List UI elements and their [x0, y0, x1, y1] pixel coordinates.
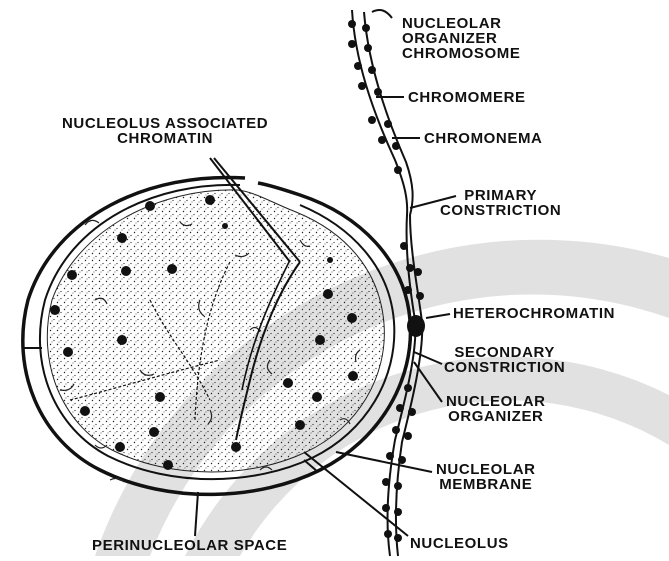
label-line: ORGANIZER — [446, 409, 546, 424]
label-secondary-constriction: SECONDARY CONSTRICTION — [444, 345, 565, 375]
label-line: NUCLEOLAR — [402, 16, 521, 31]
label-chromonema: CHROMONEMA — [424, 131, 543, 146]
label-line: CONSTRICTION — [444, 360, 565, 375]
label-line: PRIMARY — [440, 188, 561, 203]
label-line: MEMBRANE — [436, 477, 536, 492]
label-heterochromatin: HETEROCHROMATIN — [453, 306, 615, 321]
label-nucleolus: NUCLEOLUS — [410, 536, 509, 551]
label-line: NUCLEOLAR — [446, 394, 546, 409]
label-nucleolar-organizer-chromosome: NUCLEOLAR ORGANIZER CHROMOSOME — [402, 16, 521, 61]
label-nucleolar-membrane: NUCLEOLAR MEMBRANE — [436, 462, 536, 492]
label-line: ORGANIZER — [402, 31, 521, 46]
label-line: CHROMOSOME — [402, 46, 521, 61]
label-primary-constriction: PRIMARY CONSTRICTION — [440, 188, 561, 218]
label-line: CHROMATIN — [62, 131, 268, 146]
label-perinucleolar-space: PERINUCLEOLAR SPACE — [92, 538, 287, 553]
label-nucleolus-associated-chromatin: NUCLEOLUS ASSOCIATED CHROMATIN — [62, 116, 268, 146]
label-line: SECONDARY — [444, 345, 565, 360]
label-chromomere: CHROMOMERE — [408, 90, 526, 105]
label-nucleolar-organizer: NUCLEOLAR ORGANIZER — [446, 394, 546, 424]
label-line: NUCLEOLUS ASSOCIATED — [62, 116, 268, 131]
label-line: NUCLEOLAR — [436, 462, 536, 477]
label-line: CONSTRICTION — [440, 203, 561, 218]
nucleolus-body — [47, 190, 384, 472]
